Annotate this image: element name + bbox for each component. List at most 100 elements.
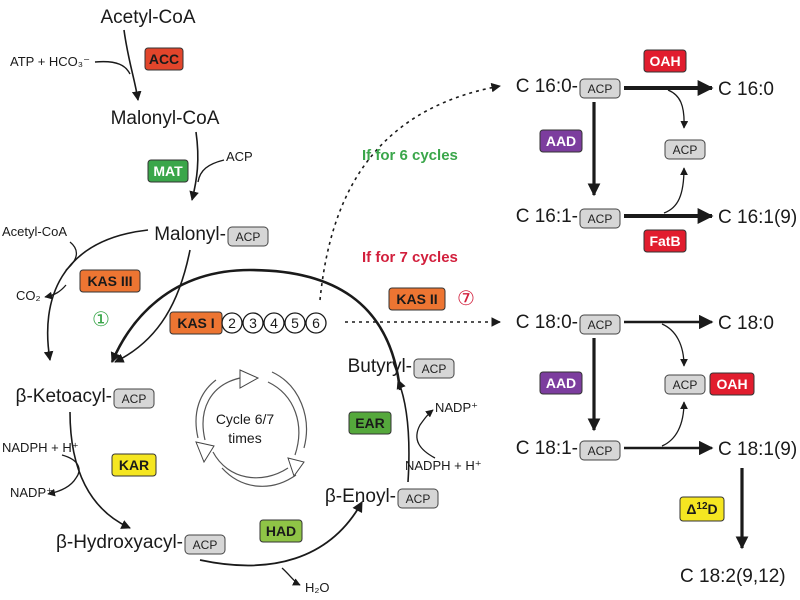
- oah-bottom-enzyme-badge: OAH: [709, 372, 755, 396]
- fatb-label: FatB: [649, 233, 680, 249]
- cycle-number-2-text: 2: [228, 315, 236, 331]
- ear-label: EAR: [355, 415, 385, 431]
- cycle-icon: [195, 369, 308, 487]
- cycle-number-5-text: 5: [291, 315, 299, 331]
- nadph-right-label: NADPH + H⁺: [405, 458, 482, 473]
- cycle-number-4-text: 4: [270, 315, 278, 331]
- kas2-label: KAS II: [396, 291, 437, 307]
- acp-tag-c181: ACP: [579, 440, 621, 461]
- acp-tag-butyryl: ACP: [413, 358, 455, 379]
- atp-hco3-arrow: [94, 60, 131, 75]
- acp-tag-malonyl: ACP: [227, 226, 269, 247]
- kas2-enzyme-badge: KAS II: [388, 287, 446, 311]
- h2o-label: H₂O: [305, 580, 330, 595]
- acetyl-to-malonylcoa-arrow: [123, 29, 142, 101]
- enoyl-to-butyryl-arrow: [396, 379, 410, 483]
- hydroxyacyl-to-enoyl-arrow: [199, 501, 363, 567]
- c181-acp-label: C 18:1-: [516, 438, 578, 459]
- acp-tag-hydroxyacyl: ACP: [184, 534, 226, 555]
- d12d-label-base: Δ: [686, 501, 696, 517]
- acp-tag-c160: ACP: [579, 78, 621, 99]
- hydroxyacyl-label: β-Hydroxyacyl-: [56, 532, 183, 553]
- d12d-label-end: D: [708, 501, 718, 517]
- kar-enzyme-badge: KAR: [111, 453, 157, 477]
- aad-top-label: AAD: [546, 133, 576, 149]
- acc-enzyme-badge: ACC: [144, 47, 184, 71]
- kas1-label: KAS I: [177, 315, 214, 331]
- cycle-number-5: 5: [284, 312, 306, 334]
- cycle-number-6: 6: [305, 312, 327, 334]
- d12d-enzyme-badge: Δ12D: [679, 496, 725, 522]
- acp-tag-text: ACP: [193, 538, 218, 552]
- acp-tag-text: ACP: [588, 212, 613, 226]
- d12d-label-superscript: 12: [696, 501, 708, 512]
- kas1-cycle-numbers: 2 3 4 5 6: [221, 312, 327, 334]
- c160-acp-label: C 16:0-: [516, 76, 578, 97]
- acc-label: ACC: [149, 51, 179, 67]
- mat-label: MAT: [153, 163, 183, 179]
- mat-enzyme-badge: MAT: [147, 159, 189, 183]
- enoyl-label: β-Enoyl-: [325, 486, 396, 507]
- acp-tag-text: ACP: [673, 378, 698, 392]
- acetyl-coa-label: Acetyl-CoA: [100, 7, 195, 28]
- acp-tag-text: ACP: [588, 318, 613, 332]
- cycle-number-3: 3: [242, 312, 264, 334]
- atp-hco3-label: ATP + HCO₃⁻: [10, 54, 90, 69]
- kas3-cycle-number: ①: [92, 309, 110, 331]
- acp-cofactor-arrow: [197, 159, 225, 183]
- cycle-number-4: 4: [263, 312, 285, 334]
- malonyl-to-ketoacyl-arrow: [114, 249, 191, 363]
- c180-acp-label: C 18:0-: [516, 312, 578, 333]
- ketoacyl-label: β-Ketoacyl-: [16, 386, 112, 407]
- acp-cofactor-label: ACP: [226, 149, 253, 164]
- six-cycles-dotted-arrow: [319, 82, 501, 301]
- kas1-enzyme-badge: KAS I: [169, 311, 223, 335]
- nadph-left-label: NADPH + H⁺: [2, 440, 79, 455]
- ear-enzyme-badge: EAR: [348, 411, 392, 435]
- acetyl-coa-kas3-arrow: [65, 241, 77, 271]
- kar-label: KAR: [119, 457, 149, 473]
- acp-release-top-arrow: [667, 89, 689, 129]
- co2-release-arrow: [44, 284, 67, 300]
- elongation-cycle-arc: [110, 268, 402, 391]
- cycle-number-6-text: 6: [312, 315, 320, 331]
- butyryl-label: Butyryl-: [348, 356, 412, 377]
- acp-tag-free-top: ACP: [664, 139, 706, 160]
- had-label: HAD: [266, 523, 296, 539]
- acp-tag-enoyl: ACP: [397, 488, 439, 509]
- oah-bottom-label: OAH: [716, 376, 747, 392]
- acp-tag-c161: ACP: [579, 208, 621, 229]
- cycle-label-line1: Cycle 6/7: [216, 411, 275, 427]
- ketoacyl-to-hydroxyacyl-arrow: [69, 411, 131, 529]
- malonylcoa-to-malonylacp-arrow: [189, 131, 199, 201]
- oah-top-enzyme-badge: OAH: [643, 49, 687, 73]
- acp-release-c180-arrow: [661, 323, 688, 367]
- nadph-kar-arrow: [47, 454, 80, 497]
- acetyl-coa-small-label: Acetyl-CoA: [2, 224, 67, 239]
- acp-tag-ketoacyl: ACP: [113, 388, 155, 409]
- aad-bottom-enzyme-badge: AAD: [539, 371, 583, 395]
- acp-tag-text: ACP: [588, 444, 613, 458]
- nadp-left-label: NADP⁺: [10, 485, 53, 500]
- cycle-label-line2: times: [228, 430, 261, 446]
- fatb-enzyme-badge: FatB: [643, 229, 687, 253]
- cycle-number-2: 2: [221, 312, 243, 334]
- c160-label: C 16:0: [718, 79, 774, 100]
- co2-label: CO₂: [16, 288, 41, 303]
- c180-label: C 18:0: [718, 313, 774, 334]
- acp-tag-text: ACP: [406, 492, 431, 506]
- acp-tag-text: ACP: [588, 82, 613, 96]
- c181-label: C 18:1(9): [718, 439, 797, 460]
- acp-tag-text: ACP: [422, 362, 447, 376]
- had-enzyme-badge: HAD: [259, 519, 303, 543]
- c161-label: C 16:1(9): [718, 207, 797, 228]
- kas3-enzyme-badge: KAS III: [79, 269, 141, 293]
- acp-tag-free-bottom: ACP: [664, 374, 706, 395]
- cycle-number-3-text: 3: [249, 315, 257, 331]
- c182-label: C 18:2(9,12): [680, 566, 786, 587]
- malonyl-coa-label: Malonyl-CoA: [111, 108, 220, 129]
- nadp-right-label: NADP⁺: [435, 400, 478, 415]
- malonyl-label: Malonyl-: [154, 224, 226, 245]
- nadph-ear-arrow: [416, 409, 436, 459]
